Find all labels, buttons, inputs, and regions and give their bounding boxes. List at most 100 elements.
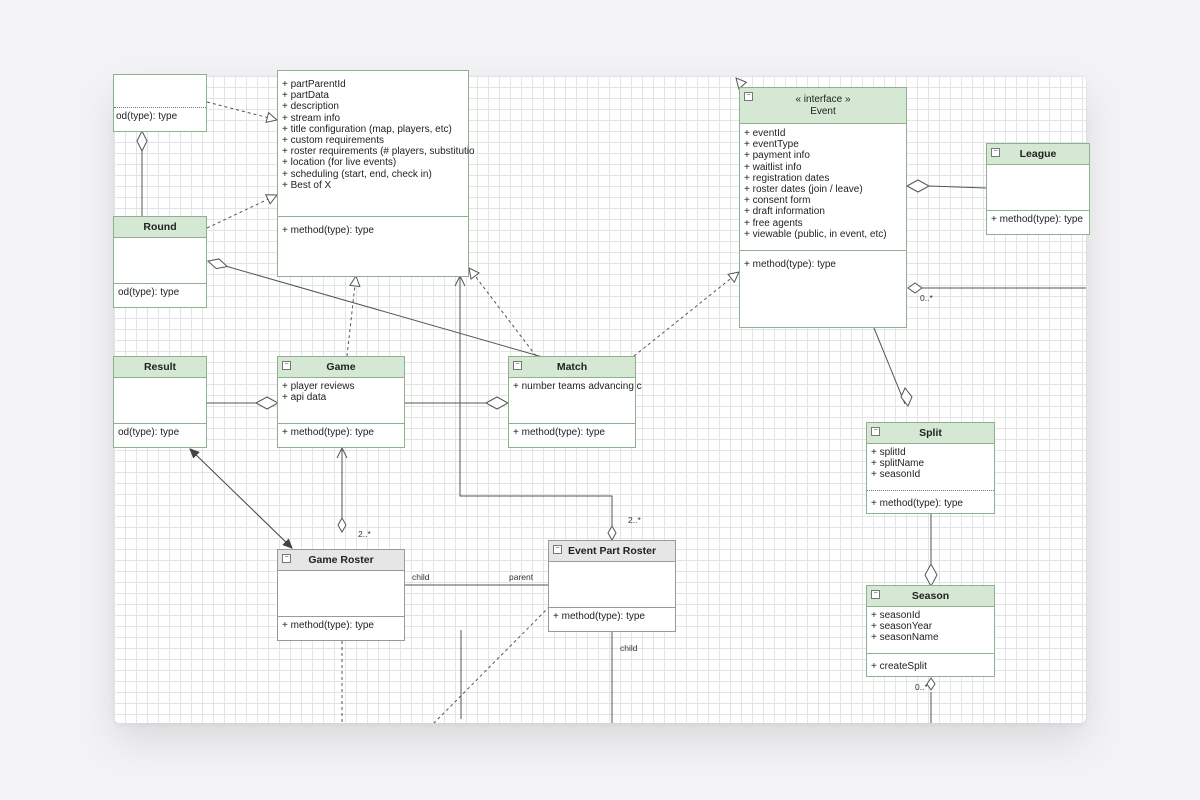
class-event-part-partial[interactable]: + partParentId + partData + description … [277, 70, 475, 277]
attr-row: + roster requirements (# players, substi… [282, 146, 475, 158]
class-event-interface[interactable]: − « interface » Event + eventId + eventT… [739, 87, 907, 328]
aggregation-result-game-diamond [254, 396, 280, 410]
collapse-toggle-icon[interactable]: − [553, 545, 562, 554]
attr-row: + player reviews [282, 381, 355, 392]
aggregation-event-split[interactable] [873, 327, 906, 405]
collapse-toggle-icon[interactable]: − [871, 590, 880, 599]
method-row: od(type): type [118, 287, 180, 298]
aggregation-split-season-diamond [924, 562, 938, 588]
class-name: Split [919, 427, 942, 439]
realization-round-to-part[interactable] [206, 195, 277, 229]
attr-row: + roster dates (join / leave) [744, 184, 863, 196]
class-match[interactable]: − Match + number teams advancing c + met… [508, 356, 642, 448]
class-event-header: − « interface » Event [740, 88, 906, 124]
realization-game-to-part[interactable] [346, 276, 356, 357]
class-event-part-roster-header: − Event Part Roster [549, 541, 675, 562]
aggregation-league-event-diamond [905, 179, 931, 193]
association-gameroster-game-diamond [337, 516, 347, 534]
class-split[interactable]: − Split + splitId + splitName + seasonId… [866, 422, 995, 514]
method-row: + method(type): type [282, 225, 374, 236]
attr-row: + title configuration (map, players, etc… [282, 123, 452, 135]
class-season[interactable]: − Season + seasonId + seasonYear + seaso… [866, 585, 995, 677]
collapse-toggle-icon[interactable]: − [871, 427, 880, 436]
realization-event-up[interactable] [736, 78, 743, 86]
method-row: + method(type): type [991, 214, 1083, 225]
association-epr-part-diamond [607, 524, 617, 542]
attr-row: + seasonId [871, 610, 921, 621]
attr-row: + eventType [744, 139, 799, 151]
class-game-roster[interactable]: − Game Roster + method(type): type [277, 549, 405, 641]
aggregation-event-split-diamond [900, 387, 913, 407]
stereotype-label: « interface » [795, 93, 851, 105]
attr-row: + api data [282, 392, 327, 404]
aggregation-season-down-diamond [926, 677, 936, 691]
class-name: Season [911, 590, 950, 602]
role-label: parent [509, 572, 534, 582]
class-name: Round [143, 221, 177, 233]
attr-row: + registration dates [744, 172, 830, 184]
realization-match-to-part[interactable] [469, 268, 537, 357]
realization-match-to-event[interactable] [633, 272, 739, 357]
collapse-toggle-icon[interactable]: − [744, 92, 753, 101]
class-name: Game Roster [308, 554, 374, 566]
attr-row: + viewable (public, in event, etc) [744, 228, 887, 240]
method-row: + method(type): type [871, 498, 963, 509]
method-row: od(type): type [118, 427, 180, 438]
class-name: League [1019, 148, 1057, 160]
class-name: Event Part Roster [567, 545, 657, 557]
class-name: Game [326, 361, 356, 373]
realization-topleft-to-part[interactable] [206, 101, 277, 120]
method-row: + method(type): type [282, 427, 374, 438]
attr-row: + stream info [282, 112, 341, 124]
dashed-epr-down[interactable] [433, 601, 555, 724]
role-label: child [412, 572, 430, 582]
attr-row: + eventId [744, 128, 786, 139]
class-league[interactable]: − League + method(type): type [986, 143, 1090, 235]
diagram-canvas[interactable]: od(type): type + partParentId + partData… [113, 70, 1090, 724]
multiplicity-label: 0..* [920, 293, 933, 303]
method-row: + method(type): type [282, 620, 374, 631]
attr-row: + splitName [871, 458, 925, 470]
class-result[interactable]: Result od(type): type [113, 356, 207, 448]
class-game[interactable]: − Game + player reviews + api data + met… [277, 356, 405, 448]
aggregation-game-match-diamond [484, 396, 510, 410]
multiplicity-label: 2..* [628, 515, 641, 525]
attr-row: + location (for live events) [282, 157, 397, 169]
collapse-toggle-icon[interactable]: − [282, 554, 291, 563]
role-label: child [620, 643, 638, 653]
attr-row: + splitId [871, 447, 906, 458]
class-name: Event [810, 105, 836, 117]
attr-row: + free agents [744, 217, 803, 229]
class-round[interactable]: Round od(type): type [113, 216, 207, 308]
attr-row: + description [282, 101, 339, 113]
attr-row: + seasonYear [871, 621, 933, 633]
collapse-toggle-icon[interactable]: − [991, 148, 1000, 157]
class-name: Match [556, 361, 588, 373]
class-split-header: − Split [867, 423, 994, 444]
association-result-gameroster[interactable] [190, 449, 292, 548]
attr-row: + consent form [744, 195, 811, 207]
attr-row: + payment info [744, 150, 810, 162]
class-match-header: − Match [509, 357, 635, 378]
attr-row: + draft information [744, 206, 825, 218]
multiplicity-label: 2..* [358, 529, 371, 539]
class-name: Result [143, 361, 177, 373]
class-event-part-roster[interactable]: − Event Part Roster + method(type): type [548, 540, 676, 632]
attr-row: + number teams advancing c [513, 381, 642, 392]
method-row: od(type): type [116, 111, 178, 122]
aggregation-right-event-diamond [907, 282, 923, 294]
class-topleft-partial[interactable]: od(type): type [113, 74, 207, 132]
method-row: + createSplit [871, 661, 927, 672]
aggregation-match-to-round[interactable] [208, 261, 547, 359]
class-game-header: − Game [278, 357, 404, 378]
collapse-toggle-icon[interactable]: − [282, 361, 291, 370]
connector-layer [114, 76, 1086, 724]
method-row: + method(type): type [513, 427, 605, 438]
attr-row: + waitlist info [744, 161, 802, 173]
association-epr-part[interactable] [460, 276, 613, 540]
multiplicity-label: 0..* [915, 682, 928, 692]
attr-row: + Best of X [282, 179, 332, 191]
class-game-roster-header: − Game Roster [278, 550, 404, 571]
collapse-toggle-icon[interactable]: − [513, 361, 522, 370]
attr-row: + scheduling (start, end, check in) [282, 168, 432, 180]
